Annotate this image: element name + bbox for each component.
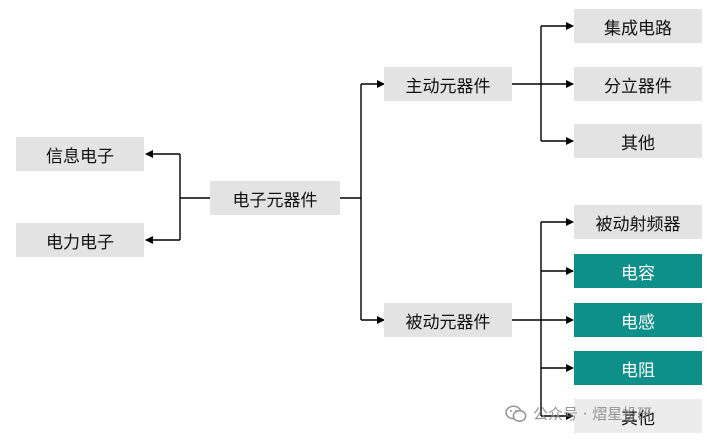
node-info-electronics: 信息电子 xyxy=(16,137,144,171)
node-other-passive: 其他 xyxy=(574,399,702,433)
node-other-active: 其他 xyxy=(574,124,702,158)
node-resistor: 电阻 xyxy=(574,351,702,385)
node-passive-components: 被动元器件 xyxy=(384,303,512,337)
node-active-components: 主动元器件 xyxy=(384,67,512,101)
watermark: 公众号 · 熠星投研 xyxy=(505,403,652,424)
node-capacitor: 电容 xyxy=(574,254,702,288)
node-power-electronics: 电力电子 xyxy=(16,223,144,257)
node-integrated-circuit: 集成电路 xyxy=(574,9,702,43)
wechat-icon xyxy=(505,405,527,422)
node-discrete-devices: 分立器件 xyxy=(574,67,702,101)
node-electronic-components: 电子元器件 xyxy=(210,181,340,215)
watermark-text: 公众号 · 熠星投研 xyxy=(533,405,653,423)
node-passive-rf: 被动射频器 xyxy=(574,205,702,239)
node-inductor: 电感 xyxy=(574,303,702,337)
